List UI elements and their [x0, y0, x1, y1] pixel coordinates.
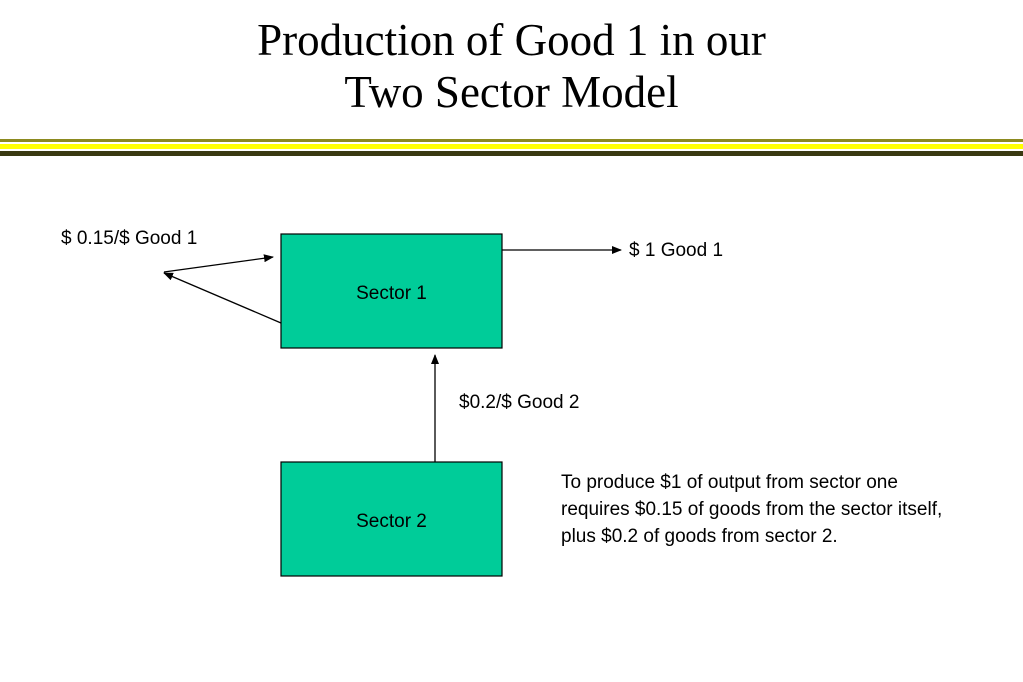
- self-input-label: $ 0.15/$ Good 1: [61, 228, 198, 249]
- slide-title: Production of Good 1 in our Two Sector M…: [0, 14, 1023, 118]
- output-label: $ 1 Good 1: [629, 240, 724, 261]
- title-divider-olive: [0, 139, 1023, 142]
- explanation-note: To produce $1 of output from sector one …: [561, 472, 943, 547]
- title-line-2: Two Sector Model: [344, 67, 679, 117]
- title-divider-yellow: [0, 144, 1023, 149]
- self-input-out-arrow: [163, 272, 282, 324]
- title-divider-dark: [0, 151, 1023, 156]
- sector-2-label: Sector 2: [356, 511, 427, 532]
- sector-2-box: [280, 461, 503, 577]
- sector-1-label: Sector 1: [356, 283, 427, 304]
- title-line-1: Production of Good 1 in our: [257, 15, 766, 65]
- sector-2-input-label: $0.2/$ Good 2: [459, 392, 580, 413]
- sector-1-box: [280, 233, 503, 349]
- self-input-return-arrow: [163, 254, 274, 273]
